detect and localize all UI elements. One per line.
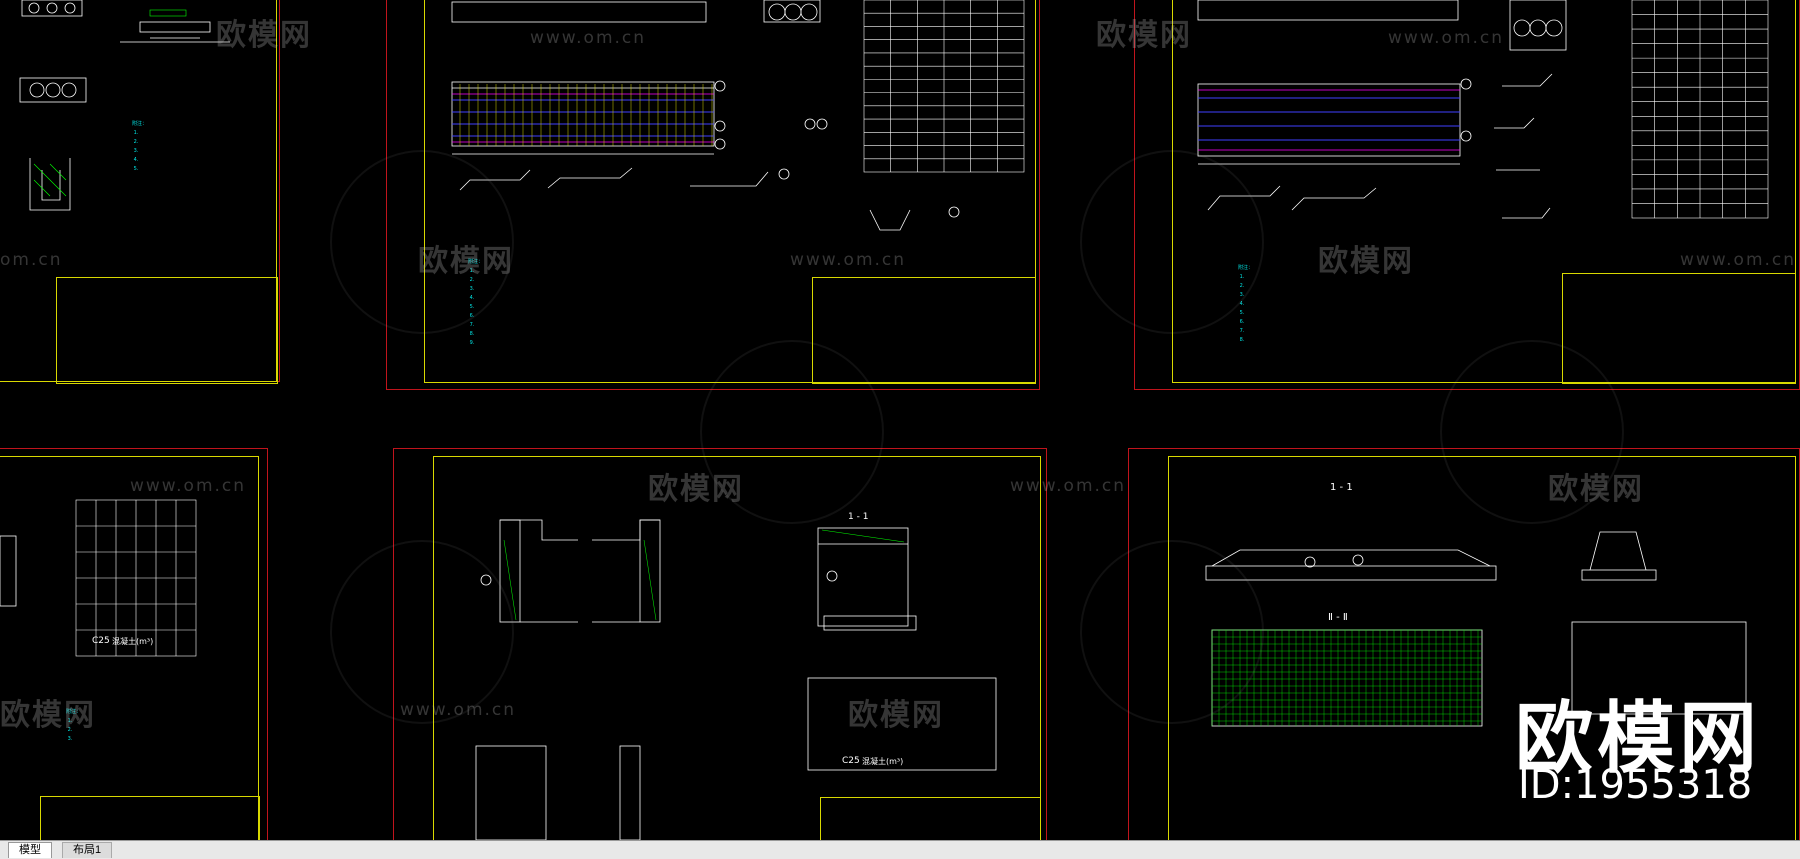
title-block-bottom-middle [820,797,1041,840]
title-block-top-right [1562,273,1796,384]
watermark-url: www.om.cn [400,700,517,720]
section-label-2: Ⅱ - Ⅱ [1328,612,1348,623]
watermark-brand: 欧模网 [216,18,312,53]
watermark-brand: 欧模网 [1096,18,1192,53]
watermark-url: www.om.cn [530,28,647,48]
watermark-brand: 欧模网 [1318,244,1414,279]
watermark-ring [700,340,884,524]
table-concrete-value: 混凝土(m³) [112,637,154,646]
watermark-ring [330,150,514,334]
watermark-url: www.om.cn [1010,476,1127,496]
watermark-ring [1080,540,1264,724]
section-label-1: 1 - 1 [848,512,869,522]
layout-tab-bar: 模型 布局1 [0,840,1800,859]
watermark-ring [1440,340,1624,524]
watermark-brand: 欧模网 [0,698,96,733]
watermark-brand: 欧模网 [648,472,744,507]
watermark-url: www.om.cn [1680,250,1797,270]
watermark-url-partial: om.cn [0,250,63,270]
title-block-bottom-left [40,796,260,840]
watermark-url: www.om.cn [130,476,247,496]
cad-linework [0,0,1769,840]
section-label-1b: 1 - 1 [1330,482,1353,493]
title-block-top-middle [812,277,1036,384]
drawing-frame-top-left [0,0,277,382]
table-concrete-label-2: C25 [842,756,860,766]
design-notes-bottom-left: 附注： 1. 2. 3. [66,709,82,742]
watermark-url: www.om.cn [1388,28,1505,48]
drawing-frame-bottom-left [0,456,259,840]
table-concrete-value-2: 混凝土(m³) [862,757,904,766]
cad-model-canvas[interactable]: 附注： 1. 2. 3. 4. 5. 附注： 1. 2. 3. 4. 5. 6.… [0,0,1800,840]
watermark-brand: 欧模网 [418,244,514,279]
brand-id: ID:1955318 [1518,762,1753,808]
brand-logo-text: 欧模网 [1515,694,1762,784]
table-concrete-label: C25 [92,636,110,646]
watermark-url: www.om.cn [790,250,907,270]
title-block-top-left [56,277,278,384]
design-notes-top-left: 附注： 1. 2. 3. 4. 5. [132,121,148,172]
watermark-brand: 欧模网 [1548,472,1644,507]
tab-model[interactable]: 模型 [8,842,52,858]
watermark-ring [1080,150,1264,334]
watermark-brand: 欧模网 [848,698,944,733]
watermark-ring [330,540,514,724]
tab-layout1[interactable]: 布局1 [62,842,113,858]
drawing-sheet-bottom-left [0,448,268,840]
